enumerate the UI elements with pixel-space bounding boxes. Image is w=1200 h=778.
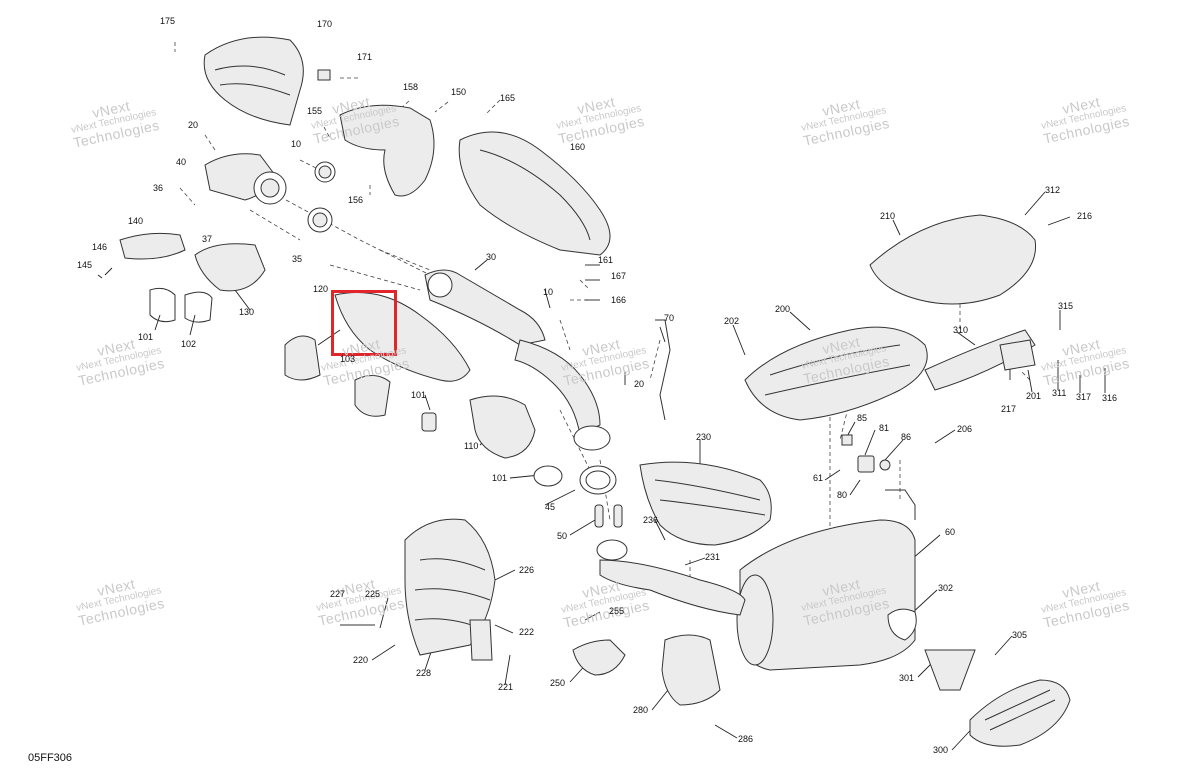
- callout-160: 160: [570, 142, 586, 152]
- callout-217: 217: [1001, 404, 1017, 414]
- callout-206: 206: [957, 424, 973, 434]
- callout-221: 221: [498, 682, 514, 692]
- callout-167: 167: [611, 271, 627, 281]
- callout-255: 255: [609, 606, 625, 616]
- callout-302: 302: [938, 583, 954, 593]
- callout-231: 231: [705, 552, 721, 562]
- callout-280: 280: [633, 705, 649, 715]
- callout-228: 228: [416, 668, 432, 678]
- callout-10: 10: [543, 287, 554, 297]
- callout-301: 301: [899, 673, 915, 683]
- callout-103: 103: [340, 354, 356, 364]
- callout-226: 226: [519, 565, 535, 575]
- callout-86: 86: [901, 432, 912, 442]
- callout-120: 120: [313, 284, 329, 294]
- callout-170: 170: [317, 19, 333, 29]
- callout-165: 165: [500, 93, 516, 103]
- callout-230: 230: [696, 432, 712, 442]
- callout-175: 175: [160, 16, 176, 26]
- callout-220: 220: [353, 655, 369, 665]
- callout-101: 101: [138, 332, 154, 342]
- callout-171: 171: [357, 52, 373, 62]
- callout-312: 312: [1045, 185, 1061, 195]
- callout-20: 20: [188, 120, 199, 130]
- callout-202: 202: [724, 316, 740, 326]
- part-shapes: [119, 36, 1071, 747]
- callout-227: 227: [330, 589, 346, 599]
- callout-20: 20: [634, 379, 645, 389]
- callout-158: 158: [403, 82, 419, 92]
- callout-81: 81: [879, 423, 890, 433]
- callout-85: 85: [857, 413, 868, 423]
- callout-161: 161: [598, 255, 614, 265]
- highlight-box: [331, 290, 397, 356]
- callout-60: 60: [945, 527, 956, 537]
- callout-80: 80: [837, 490, 848, 500]
- callout-150: 150: [451, 87, 467, 97]
- callout-102: 102: [181, 339, 197, 349]
- callout-156: 156: [348, 195, 364, 205]
- callout-101: 101: [492, 473, 508, 483]
- callout-315: 315: [1058, 301, 1074, 311]
- callout-45: 45: [545, 502, 556, 512]
- callout-35: 35: [292, 254, 303, 264]
- callout-101: 101: [411, 390, 427, 400]
- callout-166: 166: [611, 295, 627, 305]
- callout-200: 200: [775, 304, 791, 314]
- callout-30: 30: [486, 252, 497, 262]
- callout-216: 216: [1077, 211, 1093, 221]
- callout-37: 37: [202, 234, 213, 244]
- callout-40: 40: [176, 157, 187, 167]
- callout-70: 70: [664, 313, 675, 323]
- callout-140: 140: [128, 216, 144, 226]
- callout-155: 155: [307, 106, 323, 116]
- callout-36: 36: [153, 183, 164, 193]
- callout-300: 300: [933, 745, 949, 755]
- callout-225: 225: [365, 589, 381, 599]
- diagram-code: 05FF306: [28, 752, 73, 764]
- callout-305: 305: [1012, 630, 1028, 640]
- callout-10: 10: [291, 139, 302, 149]
- callout-317: 317: [1076, 392, 1092, 402]
- callout-130: 130: [239, 307, 255, 317]
- callout-50: 50: [557, 531, 568, 541]
- callout-145: 145: [77, 260, 93, 270]
- callout-236: 236: [643, 515, 659, 525]
- callout-222: 222: [519, 627, 535, 637]
- callout-110: 110: [464, 441, 479, 451]
- callout-210: 210: [880, 211, 896, 221]
- callout-250: 250: [550, 678, 566, 688]
- callout-311: 311: [1052, 388, 1067, 398]
- callout-146: 146: [92, 242, 108, 252]
- callout-310: 310: [953, 325, 969, 335]
- callout-201: 201: [1026, 391, 1042, 401]
- callout-286: 286: [738, 734, 754, 744]
- callout-316: 316: [1102, 393, 1118, 403]
- callout-61: 61: [813, 473, 824, 483]
